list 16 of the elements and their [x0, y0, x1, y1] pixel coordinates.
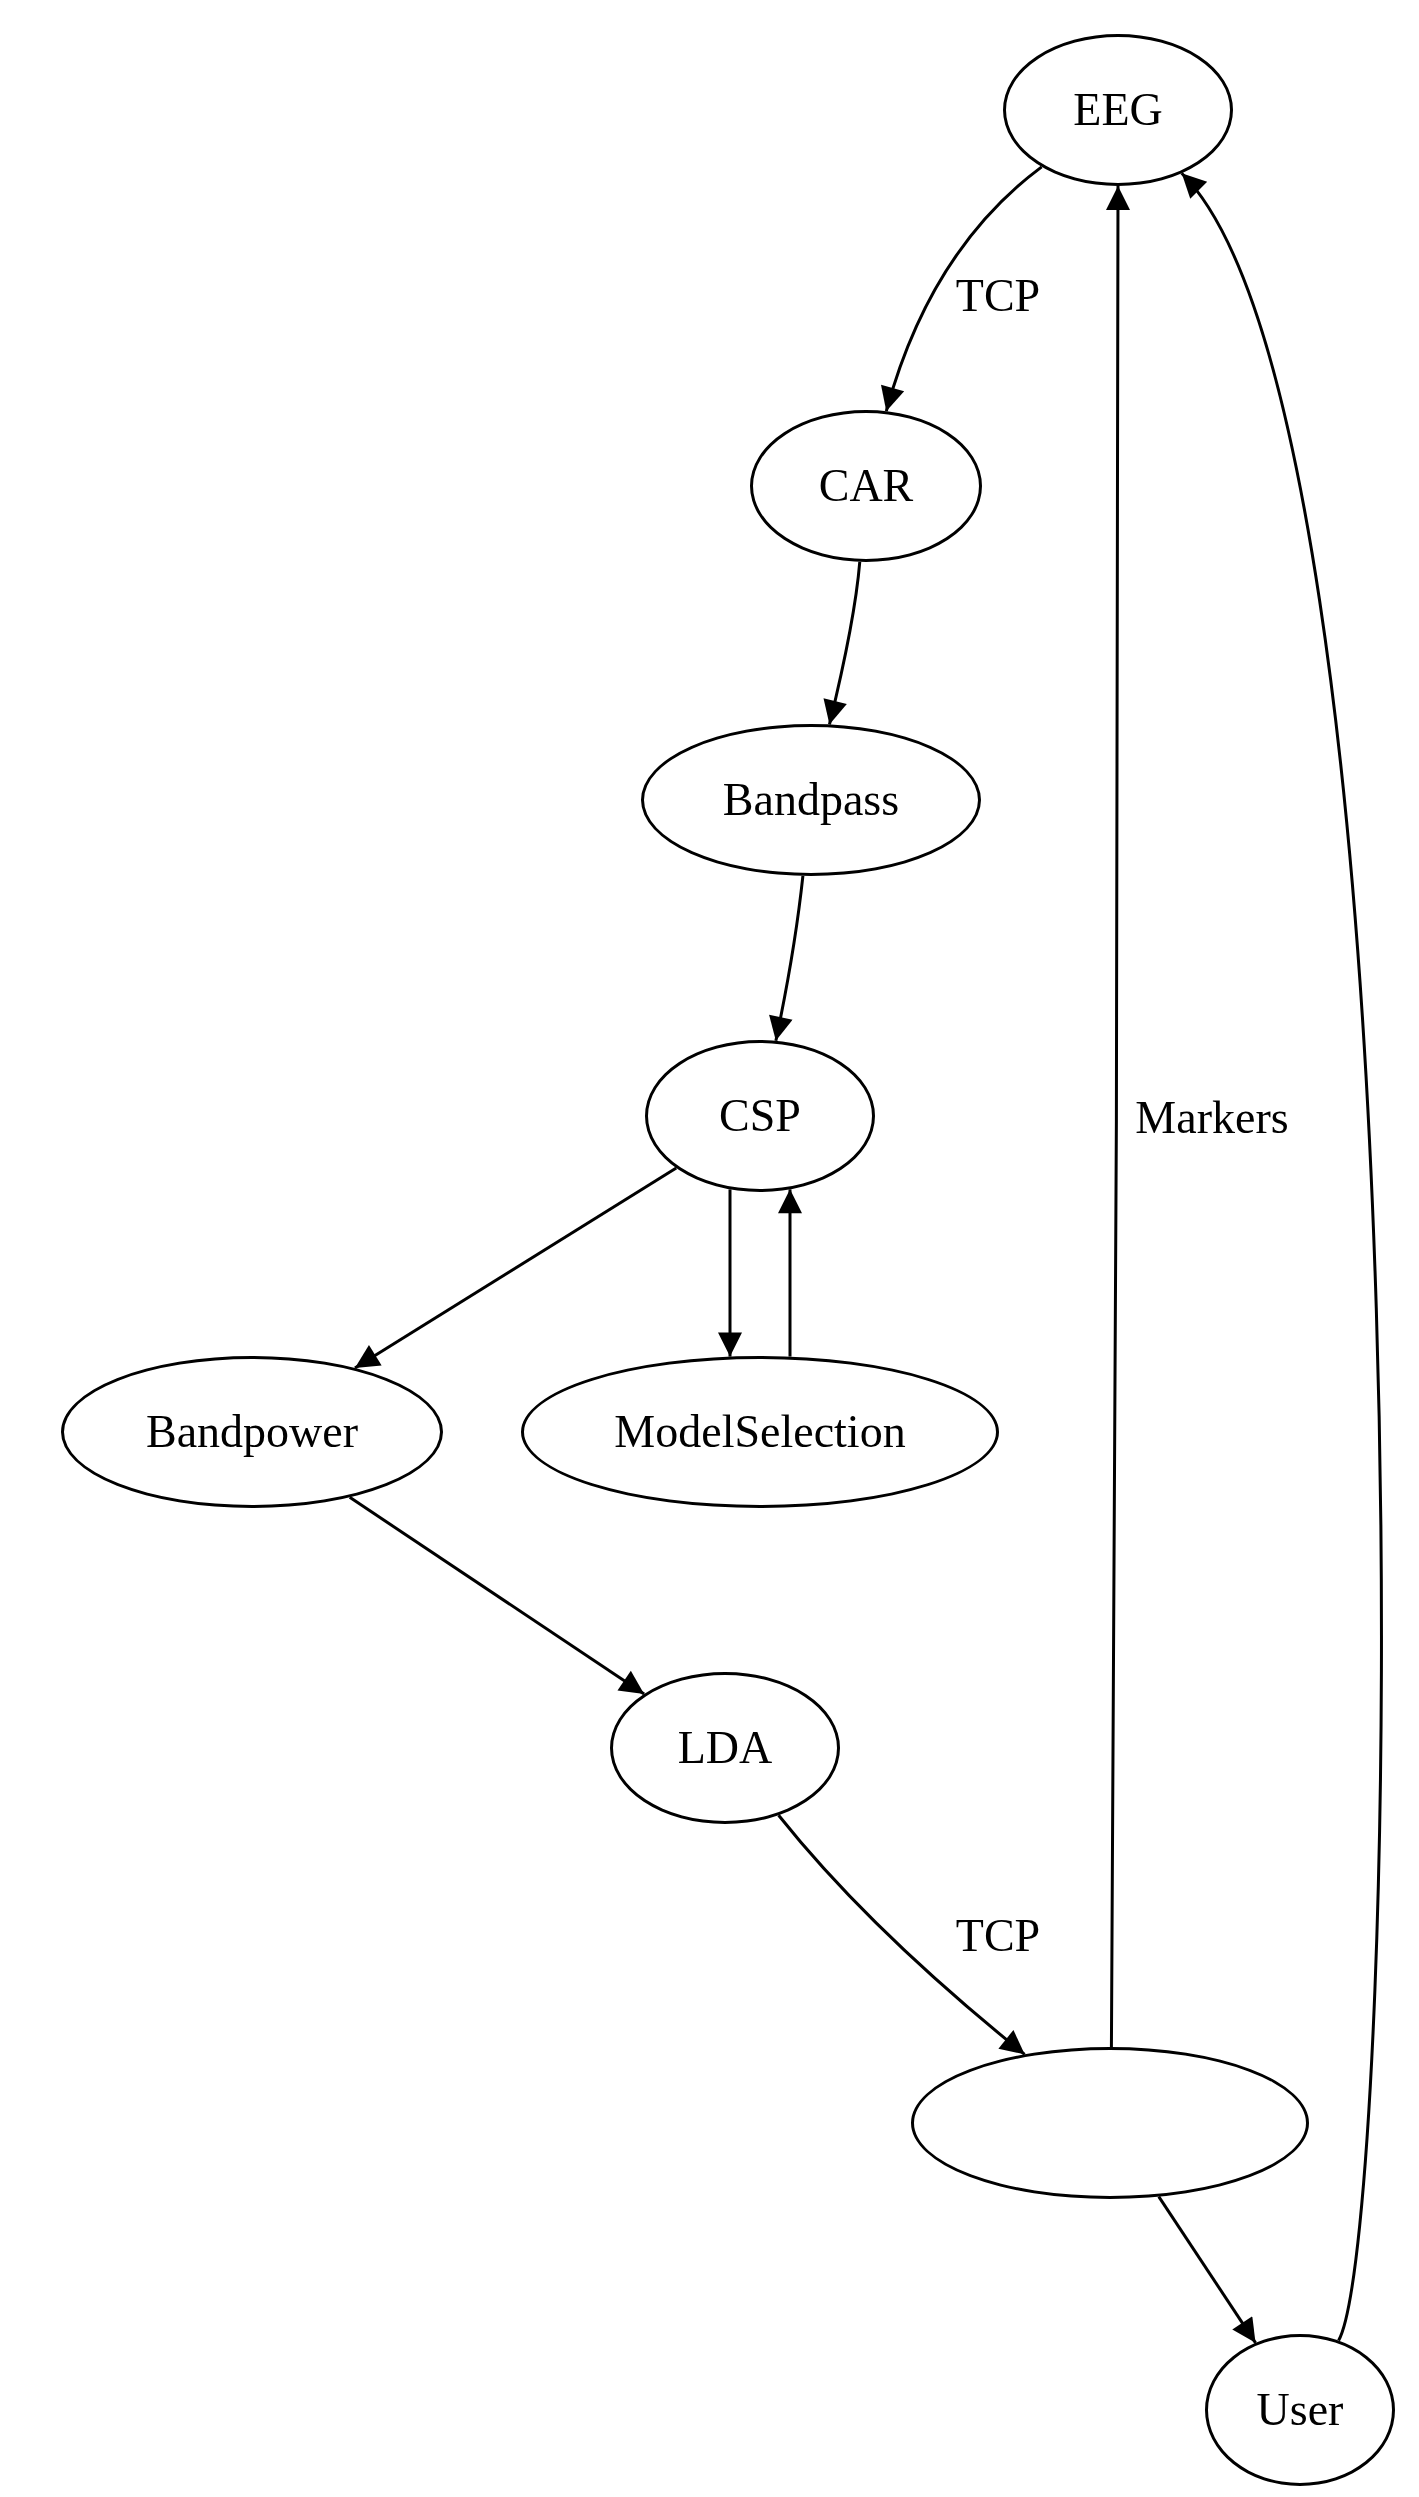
node-label: EEG	[1073, 87, 1163, 133]
arrow	[881, 165, 1043, 412]
node-label: CSP	[719, 1093, 801, 1139]
arrow	[1180, 172, 1383, 2341]
arrow	[354, 1166, 678, 1370]
node-label: Bandpower	[145, 1409, 359, 1455]
arrow	[769, 875, 805, 1042]
arrow	[1106, 186, 1130, 2047]
arrow	[823, 561, 862, 725]
arrow	[348, 1496, 645, 1696]
node-label: User	[1256, 2387, 1344, 2433]
node-label: CAR	[818, 463, 914, 509]
node-label: LDA	[677, 1725, 773, 1771]
arrow	[777, 1814, 1026, 2056]
node-label: Bandpass	[722, 777, 900, 823]
node-label: ModelSelection	[614, 1409, 906, 1455]
